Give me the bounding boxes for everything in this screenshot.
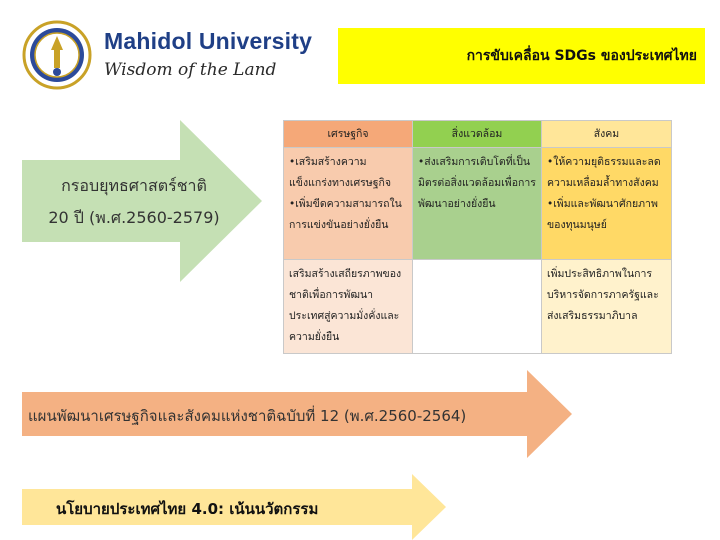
- bullet-icon: •: [547, 198, 554, 210]
- column-header-economy: เศรษฐกิจ: [283, 120, 413, 148]
- list-item: •ส่งเสริมการเติบโตที่เป็นมิตรต่อสิ่งแวดล…: [418, 156, 536, 210]
- table-row: เสริมสร้างเสถียรภาพของชาติเพื่อการพัฒนาป…: [283, 259, 672, 354]
- bullet-icon: •: [289, 156, 296, 168]
- strategy-arrow: กรอบยุทธศาสตร์ชาติ 20 ปี (พ.ศ.2560-2579): [22, 120, 262, 282]
- header-banner: การขับเคลื่อน SDGs ของประเทศไทย: [338, 28, 705, 84]
- table-row: •เสริมสร้างความแข็งแกร่งทางเศรษฐกิจ •เพิ…: [283, 147, 672, 260]
- list-item: •เสริมสร้างความแข็งแกร่งทางเศรษฐกิจ: [289, 156, 392, 189]
- column-header-society: สังคม: [541, 120, 672, 148]
- table-header-row: เศรษฐกิจ สิ่งแวดล้อม สังคม: [283, 120, 672, 148]
- list-item: •ให้ความยุติธรรมและลดความเหลื่อมล้ำทางสั…: [547, 156, 661, 189]
- university-tagline: Wisdom of the Land: [104, 60, 277, 80]
- bullet-icon: •: [418, 156, 425, 168]
- cell-society-goals: •ให้ความยุติธรรมและลดความเหลื่อมล้ำทางสั…: [541, 147, 672, 260]
- strategy-line2: 20 ปี (พ.ศ.2560-2579): [48, 208, 220, 227]
- national-plan-label: แผนพัฒนาเศรษฐกิจและสังคมแห่งชาติฉบับที่ …: [28, 407, 467, 425]
- cell-environment-goals: •ส่งเสริมการเติบโตที่เป็นมิตรต่อสิ่งแวดล…: [412, 147, 542, 260]
- strategy-line1: กรอบยุทธศาสตร์ชาติ: [61, 176, 207, 195]
- column-header-environment: สิ่งแวดล้อม: [412, 120, 542, 148]
- cell-economy-goals: •เสริมสร้างความแข็งแกร่งทางเศรษฐกิจ •เพิ…: [283, 147, 413, 260]
- bullet-icon: •: [547, 156, 554, 168]
- university-name: Mahidol University: [104, 28, 313, 54]
- mahidol-seal-icon: [22, 20, 92, 90]
- sdg-pillars-table: เศรษฐกิจ สิ่งแวดล้อม สังคม •เสริมสร้างคว…: [283, 120, 672, 354]
- list-item: •เพิ่มและพัฒนาศักยภาพของทุนมนุษย์: [547, 198, 658, 231]
- page-title: การขับเคลื่อน SDGs ของประเทศไทย: [466, 48, 697, 64]
- list-item: •เพิ่มขีดความสามารถในการแข่งขันอย่างยั่ง…: [289, 198, 402, 231]
- national-plan-arrow: แผนพัฒนาเศรษฐกิจและสังคมแห่งชาติฉบับที่ …: [22, 370, 572, 458]
- cell-economy-stability: เสริมสร้างเสถียรภาพของชาติเพื่อการพัฒนาป…: [283, 259, 413, 354]
- cell-society-governance: เพิ่มประสิทธิภาพในการบริหารจัดการภาครัฐแ…: [541, 259, 672, 354]
- bullet-icon: •: [289, 198, 296, 210]
- policy-arrow: นโยบายประเทศไทย 4.0: เน้นนวัตกรรม: [22, 474, 446, 540]
- policy-label: นโยบายประเทศไทย 4.0: เน้นนวัตกรรม: [56, 500, 319, 518]
- cell-environment-empty: [412, 259, 542, 354]
- strategy-label: กรอบยุทธศาสตร์ชาติ 20 ปี (พ.ศ.2560-2579): [34, 170, 234, 234]
